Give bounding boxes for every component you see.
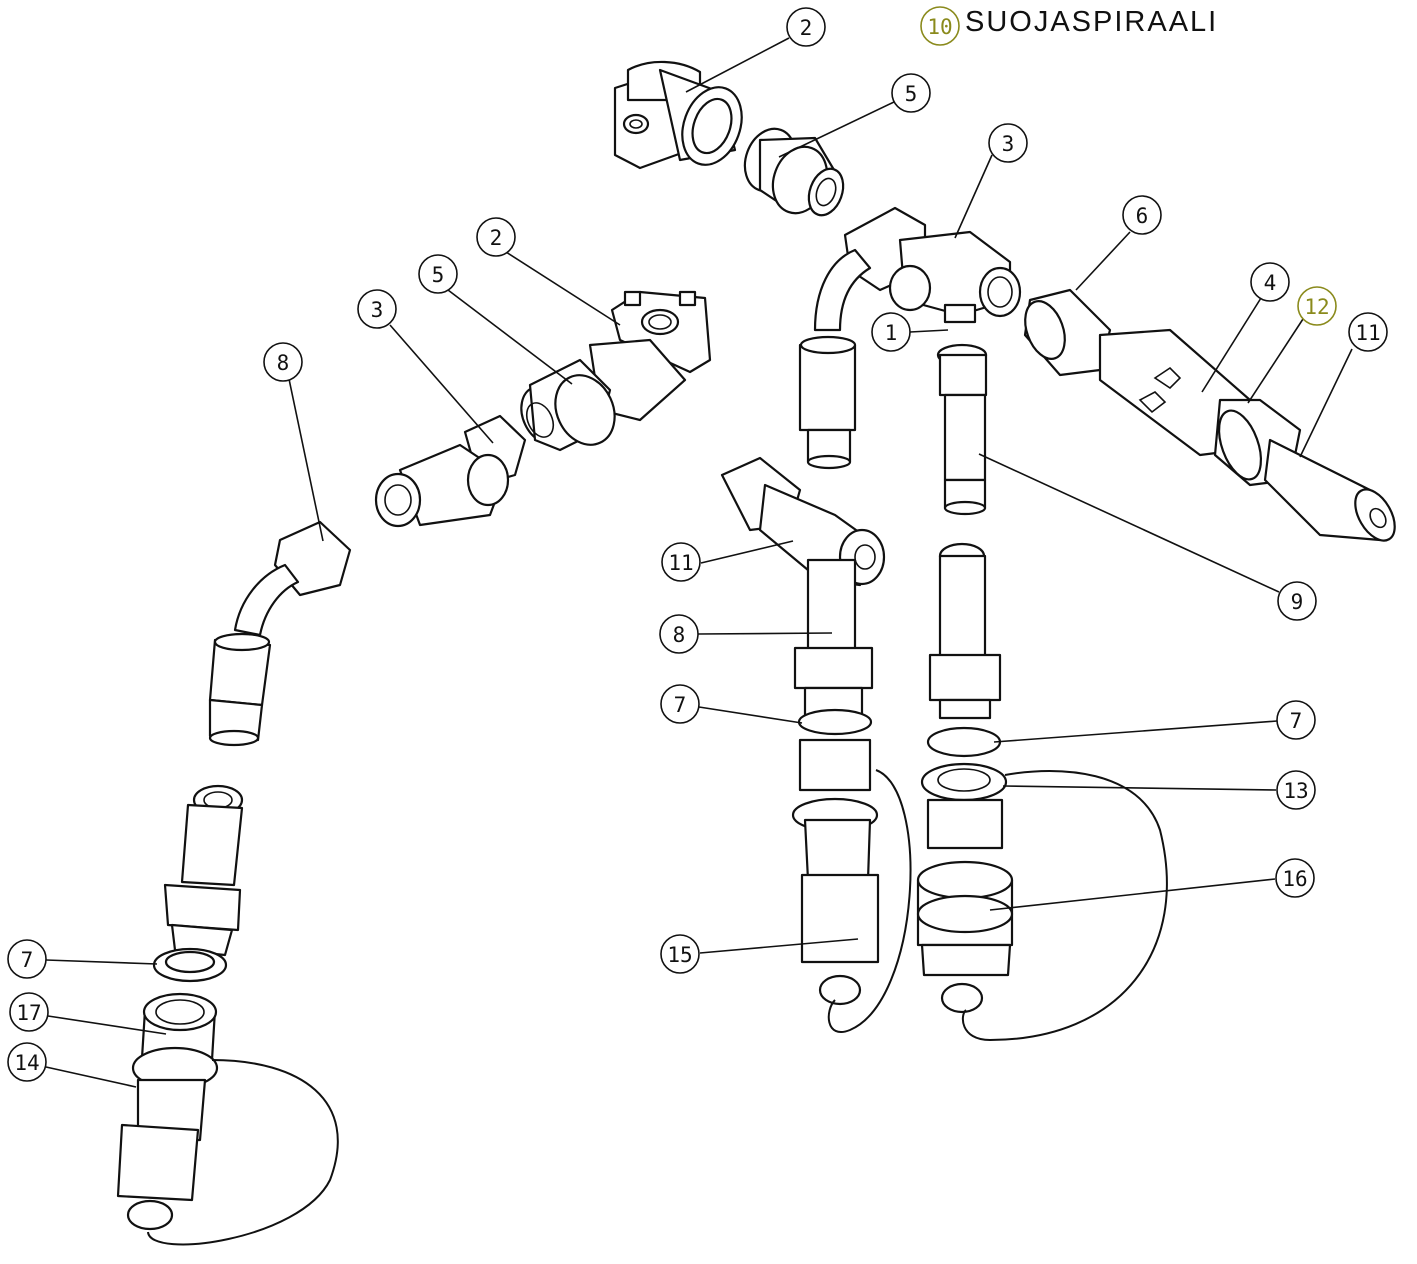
callout-3-left-label: 3 [371,298,384,322]
callout-5-top-label: 5 [905,82,918,106]
title-callout-10: 10 [920,6,960,46]
callout-7-left: 7 [7,939,47,979]
callout-14-label: 14 [14,1051,39,1075]
callout-17-label: 17 [16,1001,41,1025]
part-fitting-9 [936,343,988,516]
callout-1-label: 1 [885,321,898,345]
callout-11-mid: 11 [661,542,701,582]
callout-5-mid-label: 5 [432,263,445,287]
callout-5-top: 5 [891,73,931,113]
callout-7-right: 7 [1276,700,1316,740]
title-callout-number: 10 [927,15,952,39]
callout-7-left-label: 7 [21,948,34,972]
callout-4: 4 [1250,262,1290,302]
part-hose-elbow-left [208,520,352,747]
part-adapter-top [743,127,845,217]
callout-6-label: 6 [1136,204,1149,228]
callout-8-left: 8 [263,342,303,382]
part-tee-right [843,206,1022,324]
callout-7-mid: 7 [660,684,700,724]
callout-1: 1 [871,312,911,352]
part-valve-assembly-right [1023,288,1396,542]
callout-8-mid-label: 8 [673,623,686,647]
callout-9: 9 [1277,581,1317,621]
callout-13: 13 [1276,770,1316,810]
callout-3-right: 3 [988,123,1028,163]
callout-7-mid-label: 7 [674,693,687,717]
callout-9-label: 9 [1291,590,1304,614]
part-flange-mid [588,290,712,422]
part-coupling-right [916,542,1168,1042]
callout-11-right: 11 [1348,312,1388,352]
part-flange-top [613,60,743,170]
callout-8-left-label: 8 [277,351,290,375]
callout-11-right-label: 11 [1355,321,1380,345]
callout-3-right-label: 3 [1002,132,1015,156]
callout-12: 12 [1297,286,1337,326]
callout-8-mid: 8 [659,614,699,654]
callout-2-mid-label: 2 [490,226,503,250]
callout-2-top-label: 2 [800,16,813,40]
callout-13-label: 13 [1283,779,1308,803]
callout-6: 6 [1122,195,1162,235]
callout-2-mid: 2 [476,217,516,257]
callout-7-right-label: 7 [1290,709,1303,733]
callout-17: 17 [9,992,49,1032]
callout-5-mid: 5 [418,254,458,294]
callout-leaders [45,37,1353,1088]
callout-16: 16 [1275,858,1315,898]
part-coupling-left [116,784,339,1246]
callout-4-label: 4 [1264,271,1277,295]
callout-14: 14 [7,1042,47,1082]
callout-12-label: 12 [1304,295,1329,319]
callout-15-label: 15 [667,943,692,967]
part-adapter-mid [520,358,616,452]
callout-15: 15 [660,934,700,974]
callout-2-top: 2 [786,7,826,47]
part-hose-elbow-right [798,248,872,470]
callout-16-label: 16 [1282,867,1307,891]
title-text: SUOJASPIRAALI [965,6,1218,38]
part-tee-left [374,414,527,528]
part-coupling-middle [720,456,912,1033]
callout-3-left: 3 [357,289,397,329]
callout-11-mid-label: 11 [668,551,693,575]
